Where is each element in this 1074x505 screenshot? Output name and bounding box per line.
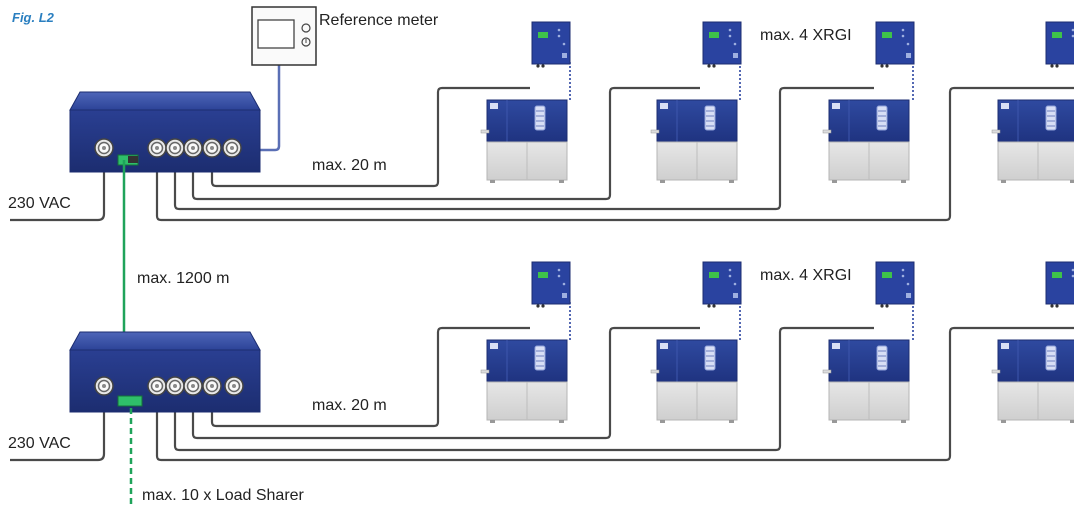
xrgi-row-bottom [480, 261, 1074, 424]
control-panel-icon [875, 21, 915, 69]
distribution-box-top [69, 91, 261, 173]
control-panel-icon [531, 261, 571, 309]
control-panel-icon [702, 261, 742, 309]
figure-caption: Fig. L2 [12, 10, 55, 25]
cables-bottom [10, 326, 1074, 462]
control-panel-icon [702, 21, 742, 69]
control-panel-icon [875, 261, 915, 309]
chp-unit-icon [650, 99, 738, 184]
chp-unit-icon [991, 339, 1074, 424]
load-sharer-label: max. 10 x Load Sharer [142, 487, 305, 504]
signal-links-bottom [569, 302, 914, 340]
signal-links-top [569, 62, 914, 100]
meter-cable [232, 65, 281, 152]
max-20m-bottom-label: max. 20 m [312, 397, 387, 414]
control-panel-icon [1045, 261, 1074, 309]
max-xrgi-bottom-label: max. 4 XRGI [760, 267, 852, 284]
vac-top-label: 230 VAC [8, 195, 71, 212]
reference-meter-label: Reference meter [319, 12, 439, 29]
control-panel-icon [1045, 21, 1074, 69]
chp-unit-icon [822, 339, 910, 424]
max-1200m-label: max. 1200 m [137, 270, 229, 287]
chp-unit-icon [650, 339, 738, 424]
control-panel-icon [531, 21, 571, 69]
xrgi-row-top [480, 21, 1074, 184]
max-20m-top-label: max. 20 m [312, 157, 387, 174]
reference-meter-icon [251, 6, 317, 66]
vac-bottom-label: 230 VAC [8, 435, 71, 452]
chp-unit-icon [991, 99, 1074, 184]
chp-unit-icon [480, 339, 568, 424]
distribution-box-bottom [69, 331, 261, 413]
max-xrgi-top-label: max. 4 XRGI [760, 27, 852, 44]
cables-top [10, 86, 1074, 222]
chp-unit-icon [822, 99, 910, 184]
chp-unit-icon [480, 99, 568, 184]
